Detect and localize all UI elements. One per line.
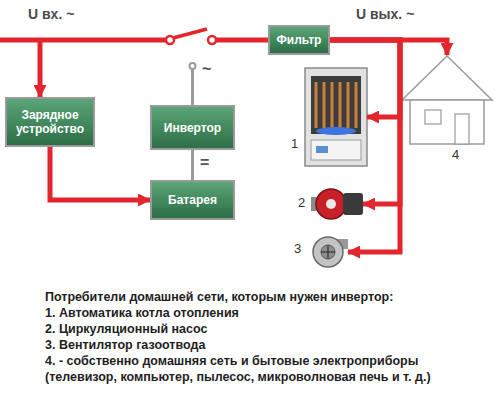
input-wire [0, 38, 167, 43]
charger-box: Зарядное устройство [5, 97, 95, 147]
box-label: Инвертор [164, 121, 221, 135]
inverter-box: Инвертор [150, 105, 235, 150]
house-wall [410, 100, 484, 144]
pump-hub [326, 199, 336, 209]
boiler-node: 1 [305, 68, 367, 166]
boiler-casing [305, 68, 367, 166]
terminal-symbol [190, 63, 196, 69]
house-node: 4 [402, 55, 492, 145]
caption: Потребители домашней сети, которым нужен… [45, 289, 475, 305]
list-item: 3. Вентилятор газоотвода [45, 337, 475, 353]
input-voltage-label: U вх. ~ [28, 6, 74, 22]
charger-feed-wire [38, 40, 43, 97]
house-roof [402, 56, 492, 100]
pump-motor [343, 193, 363, 215]
feed-arrow [330, 40, 400, 117]
callout-number: 2 [298, 195, 305, 210]
heat-exchanger [316, 82, 356, 128]
boiler-control-panel [311, 140, 361, 160]
callout-number: 3 [294, 241, 301, 256]
list-item: 2. Циркуляционный насос [45, 321, 475, 337]
inverter-output-lead [191, 69, 194, 105]
house-window [425, 110, 441, 124]
list-item: 4. - собственно домашняя сеть и бытовые … [45, 353, 475, 385]
battery-box: Батарея [150, 180, 235, 220]
box-label: Зарядное устройство [9, 108, 91, 136]
fan-node: 3 [313, 237, 348, 267]
pump-node: 2 [315, 189, 363, 219]
filter-box: Фильтр [268, 25, 330, 55]
house-door [455, 114, 469, 144]
list-item: 1. Автоматика котла отопления [45, 305, 475, 321]
switch-lever [173, 29, 207, 38]
fan-impeller [321, 245, 335, 259]
switch-contact [208, 36, 216, 44]
ac-symbol: ~ [202, 60, 211, 78]
feed-arrow [330, 40, 400, 204]
feed-arrow [330, 40, 400, 252]
callout-number: 1 [291, 136, 298, 151]
fan-housing [313, 237, 343, 267]
caption-block: Потребители домашней сети, которым нужен… [45, 289, 475, 385]
switch-wire [216, 38, 268, 43]
output-voltage-label: U вых. ~ [356, 6, 414, 22]
dc-link [191, 150, 194, 180]
dc-symbol: = [200, 154, 209, 172]
burner-flame [316, 127, 356, 135]
boiler-chamber [311, 76, 361, 134]
callout-number: 4 [452, 147, 459, 162]
pump-body [316, 189, 346, 219]
boiler-display [316, 146, 328, 153]
feed-arrow [330, 40, 447, 55]
fan-blades [321, 245, 335, 259]
charge-arrow [50, 147, 150, 200]
box-label: Фильтр [277, 33, 322, 47]
box-label: Батарея [168, 193, 217, 207]
